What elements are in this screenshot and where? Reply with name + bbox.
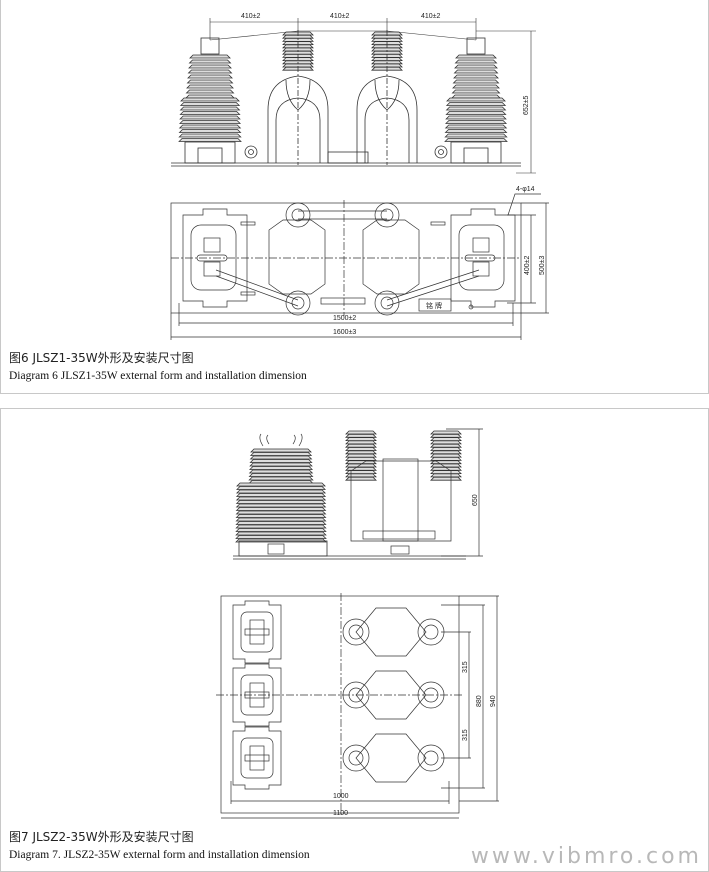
- dim-pitch-2: 315: [462, 729, 469, 741]
- terminal-insulator: [430, 430, 462, 481]
- diagram-7-panel: 650 315 315 880 940 1000 1100 图7 JLSZ2-3…: [0, 408, 709, 872]
- lifting-eye: [244, 145, 258, 159]
- nameplate-label: 铭 牌: [426, 301, 442, 310]
- primary-unit: [232, 600, 445, 664]
- dim-height: 652±5: [523, 95, 530, 115]
- diagram-6-caption-cn: 图6 JLSZ1-35W外形及安装尺寸图: [9, 351, 194, 365]
- dim-spacing-2: 410±2: [330, 13, 350, 20]
- diagram-7-elevation: [235, 430, 462, 557]
- dim-height: 650: [472, 494, 479, 506]
- dim-outer-depth: 500±3: [539, 255, 546, 275]
- top-dimension-line: [209, 18, 536, 174]
- outer-insulator: [444, 37, 508, 164]
- main-insulator: [235, 448, 328, 557]
- diagram-6-caption-en: Diagram 6 JLSZ1-35W external form and in…: [9, 370, 307, 382]
- dim-outer-depth: 940: [490, 695, 497, 707]
- dim-pitch-1: 315: [462, 661, 469, 673]
- diagram-7-caption-en: Diagram 7. JLSZ2-35W external form and i…: [9, 849, 310, 861]
- diagram-6-drawing: 410±2 410±2 410±2 652±5: [170, 13, 549, 340]
- dim-outer-width: 1600±3: [333, 329, 356, 336]
- dim-inner-depth: 880: [476, 695, 483, 707]
- inner-insulator: [267, 30, 329, 165]
- terminal-insulator: [345, 430, 377, 481]
- dim-spacing-1: 410±2: [241, 13, 261, 20]
- dim-spacing-3: 410±2: [421, 13, 441, 20]
- diagram-7-drawing: 650 315 315 880 940 1000 1100: [216, 428, 499, 819]
- dim-holes: 4-φ14: [516, 186, 535, 193]
- diagram-6-elevation: [178, 30, 508, 165]
- dim-outer-width: 1100: [333, 810, 348, 817]
- watermark: www.vibmro.com: [470, 844, 702, 869]
- lifting-eye: [434, 145, 448, 159]
- inner-insulator: [356, 30, 418, 165]
- ct-body: [350, 460, 452, 542]
- dim-inner-width: 1000: [333, 793, 349, 800]
- primary-unit: [232, 726, 445, 790]
- dim-inner-width: 1500±2: [333, 315, 356, 322]
- outer-insulator: [178, 37, 242, 164]
- primary-unit: [232, 663, 445, 727]
- dim-inner-depth: 400±2: [524, 255, 531, 275]
- diagram-6-plan: [170, 193, 549, 340]
- diagram-6-panel: 410±2 410±2 410±2 652±5: [0, 0, 709, 394]
- diagram-7-caption-cn: 图7 JLSZ2-35W外形及安装尺寸图: [9, 830, 194, 844]
